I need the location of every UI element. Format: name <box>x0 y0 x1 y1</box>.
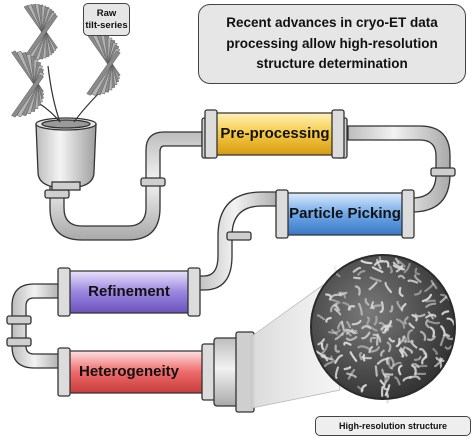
tilt-series-stack <box>87 32 121 95</box>
density-strand <box>354 278 360 279</box>
density-strand <box>416 366 427 367</box>
collector-cup <box>36 118 96 190</box>
step-label-refinement: Refinement <box>67 276 191 306</box>
density-strand <box>360 353 362 359</box>
raw-label-line: tilt-series <box>85 20 127 31</box>
density-strand <box>386 374 392 375</box>
tilt-series-stack <box>24 4 58 60</box>
density-strand <box>363 357 371 358</box>
step-label-heterogeneity: Heterogeneity <box>67 356 191 386</box>
density-strand <box>376 366 377 375</box>
step-label-pre-processing: Pre-processing <box>213 118 337 148</box>
tilt-series-stack <box>11 51 43 117</box>
density-strand <box>387 393 388 402</box>
density-strand <box>390 267 392 273</box>
density-strand <box>377 335 378 345</box>
density-strand <box>426 301 435 302</box>
raw-tilt-series-label: Raw tilt-series <box>83 3 130 36</box>
title-line: structure determination <box>226 54 438 75</box>
raw-label-line: Raw <box>85 8 127 19</box>
density-strand <box>384 376 385 386</box>
title-line: processing allow high-resolution <box>226 34 438 55</box>
density-strand <box>322 344 323 349</box>
title-line: Recent advances in cryo-ET data <box>226 13 438 34</box>
title-box: Recent advances in cryo-ET data processi… <box>198 4 466 84</box>
result-label: High-resolution structure <box>315 416 471 436</box>
step-label-particle-picking: Particle Picking <box>283 198 407 228</box>
density-strand <box>336 304 337 311</box>
